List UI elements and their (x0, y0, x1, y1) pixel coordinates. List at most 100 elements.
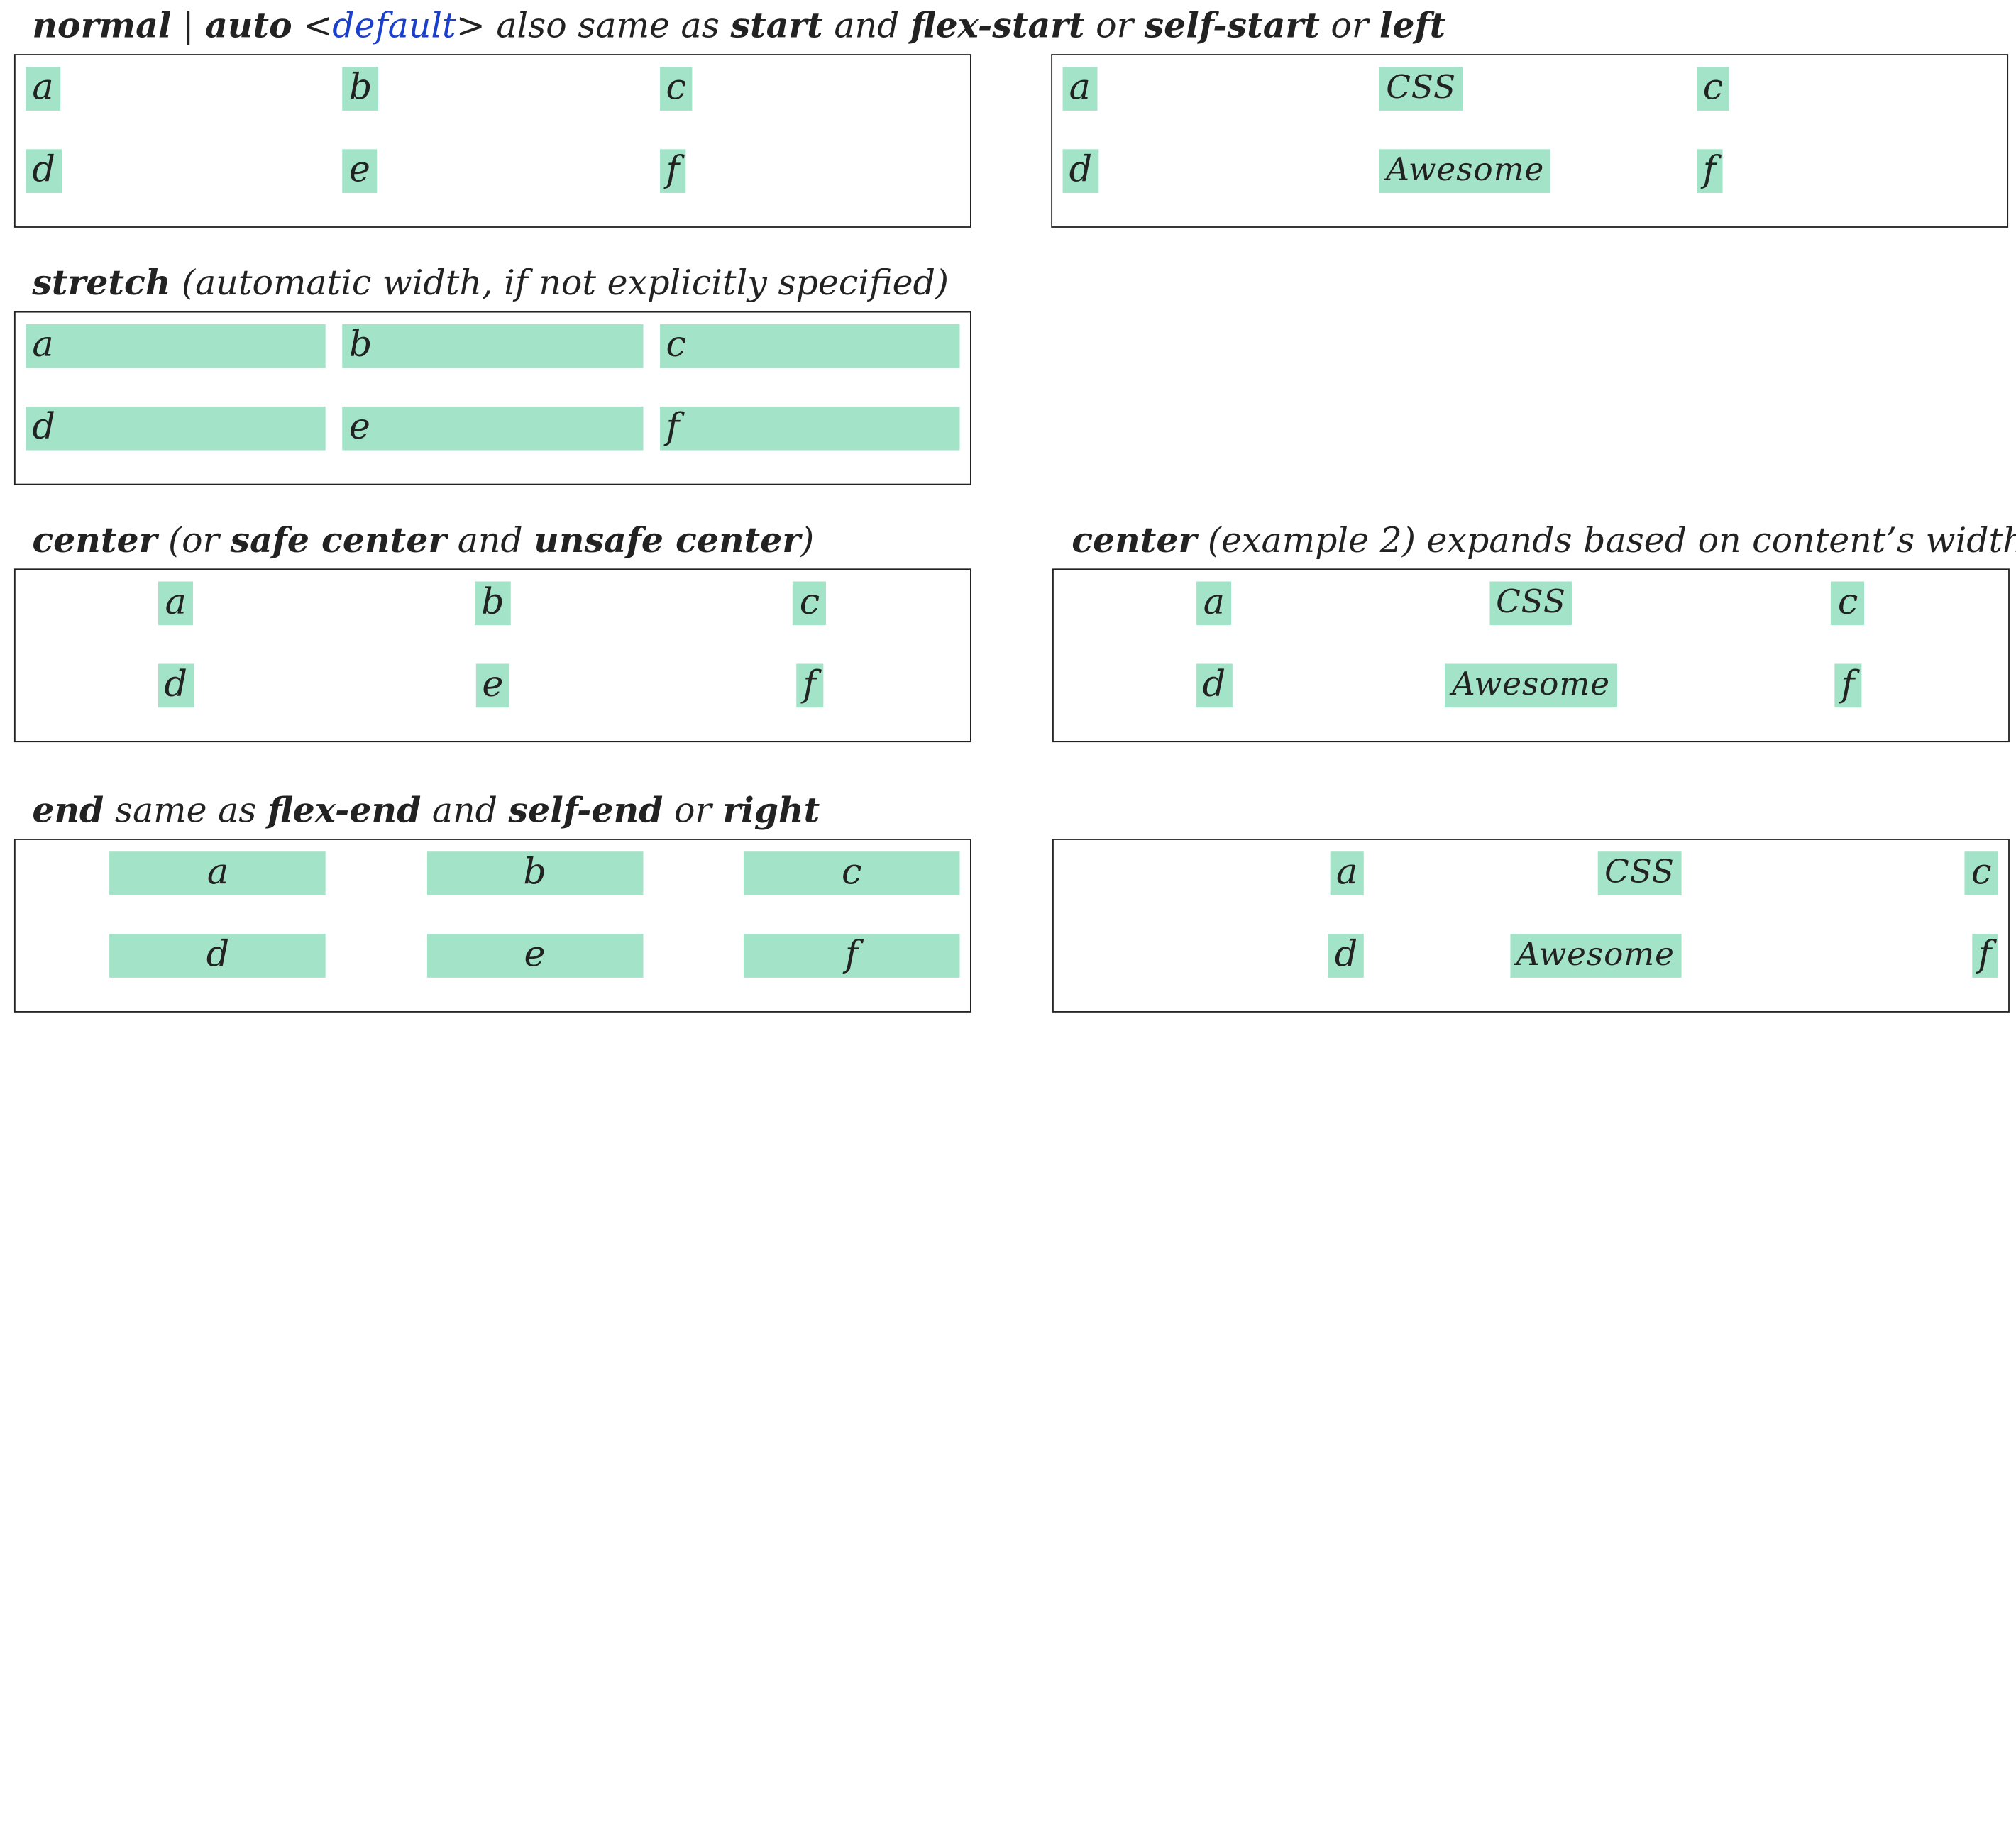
grid-item: a (1196, 581, 1232, 626)
keyword-start: start (730, 6, 823, 47)
grid-box-start-words: a CSS c d Awesome f (1051, 54, 2009, 231)
grid-cell: d (26, 406, 326, 489)
heading-center: center (or safe center and unsafe center… (32, 519, 814, 563)
grid-cell: CSS (1381, 851, 1681, 934)
keyword-self-start: self-start (1144, 6, 1320, 47)
grid-item: c (793, 581, 827, 626)
grid-item: f (659, 406, 960, 451)
keyword-flex-start: flex-start (910, 6, 1085, 47)
text: same as (104, 790, 268, 832)
grid-cell: a (26, 851, 326, 934)
grid-box-center-letters: a b c d e f (13, 568, 971, 743)
grid-item: f (1696, 148, 1723, 193)
grid-item: d (26, 148, 62, 193)
text: and (446, 521, 534, 561)
grid-item: Awesome (1379, 149, 1551, 193)
grid-box-end-words: a CSS c d Awesome f (1052, 839, 2010, 1013)
keyword-end: end (32, 790, 104, 832)
grid-item: b (426, 851, 643, 895)
grid-cell: e (343, 933, 643, 1016)
grid-item: a (158, 581, 193, 626)
grid-item: CSS (1489, 581, 1572, 626)
keyword-center: center (1072, 521, 1197, 561)
grid-cell: a (1062, 66, 1363, 149)
grid-item: e (342, 148, 378, 193)
grid-cell: e (342, 406, 643, 489)
grid-item: c (1831, 581, 1865, 626)
grid-cell: a (1064, 581, 1364, 663)
grid-item: CSS (1598, 851, 1681, 895)
grid-cell: a (1064, 851, 1365, 934)
grid-cell: f (659, 148, 959, 231)
grid-cell: a (26, 324, 326, 407)
keyword-right: right (722, 790, 820, 832)
grid-item: f (659, 148, 686, 193)
grid-item: c (659, 324, 960, 368)
grid-item: f (1834, 663, 1861, 708)
grid-item: b (342, 66, 379, 111)
default-link[interactable]: default (332, 6, 456, 47)
text: (example 2) expands based on content’s w… (1196, 521, 2016, 561)
grid-cell: a (26, 581, 326, 663)
grid-item: CSS (1379, 67, 1463, 111)
keyword-stretch: stretch (32, 263, 171, 304)
grid-cell: f (659, 663, 959, 746)
text: ) (800, 521, 815, 561)
grid-item: a (1329, 851, 1365, 895)
grid-cell: d (26, 148, 326, 231)
grid-box-start-letters: a b c d e f (13, 54, 971, 231)
grid-box-center-words: a CSS c d Awesome f (1052, 568, 2010, 743)
heading-stretch: stretch (automatic width, if not explici… (32, 263, 949, 307)
grid-item: a (26, 324, 326, 368)
grid-cell: b (343, 581, 643, 663)
grid-cell: b (343, 851, 643, 934)
grid-cell: e (342, 148, 643, 231)
grid-cell: d (26, 663, 326, 746)
grid-cell: c (659, 581, 959, 663)
heading-normal-auto: normal | auto <default> also same as sta… (32, 5, 1445, 49)
keyword-self-end: self-end (508, 790, 663, 832)
grid-item: c (1964, 851, 1998, 895)
text: or (1319, 6, 1379, 47)
grid-cell: Awesome (1381, 663, 1681, 746)
grid-item: a (26, 66, 60, 111)
grid-item: b (475, 581, 511, 626)
grid-item: b (342, 324, 643, 368)
text: or (1084, 6, 1145, 47)
grid-cell: Awesome (1381, 934, 1681, 1016)
grid-item: e (342, 406, 643, 451)
grid-cell: a (26, 66, 326, 149)
grid-item: d (1062, 148, 1099, 193)
grid-cell: CSS (1381, 581, 1681, 663)
grid-cell: e (343, 663, 643, 746)
heading-center-example-2: center (example 2) expands based on cont… (1072, 519, 2016, 563)
keyword-normal: normal (32, 6, 172, 47)
grid-cell: c (659, 851, 960, 934)
grid-item: c (743, 851, 960, 895)
text: > also same as (456, 6, 731, 47)
text: and (421, 790, 509, 832)
grid-cell: f (1698, 663, 1998, 746)
keyword-unsafe-center: unsafe center (534, 521, 801, 561)
grid-item: c (1696, 66, 1730, 111)
grid-cell: CSS (1379, 67, 1680, 149)
grid-item: d (158, 663, 194, 708)
grid-cell: Awesome (1379, 149, 1680, 231)
keyword-flex-end: flex-end (267, 790, 422, 832)
text: < (292, 6, 333, 47)
grid-cell: b (342, 66, 643, 149)
text: or (663, 790, 723, 832)
grid-cell: f (1696, 148, 1997, 231)
keyword-center: center (32, 521, 158, 561)
grid-cell: c (1698, 851, 1998, 934)
heading-end: end same as flex-end and self-end or rig… (32, 790, 820, 834)
grid-cell: b (342, 324, 643, 407)
grid-cell: c (1696, 66, 1997, 149)
text: and (822, 6, 910, 47)
keyword-left: left (1379, 6, 1446, 47)
grid-cell: c (1698, 581, 1998, 663)
grid-cell: f (1698, 933, 1998, 1016)
grid-item: f (743, 933, 960, 978)
text: (automatic width, if not explicitly spec… (170, 263, 949, 304)
